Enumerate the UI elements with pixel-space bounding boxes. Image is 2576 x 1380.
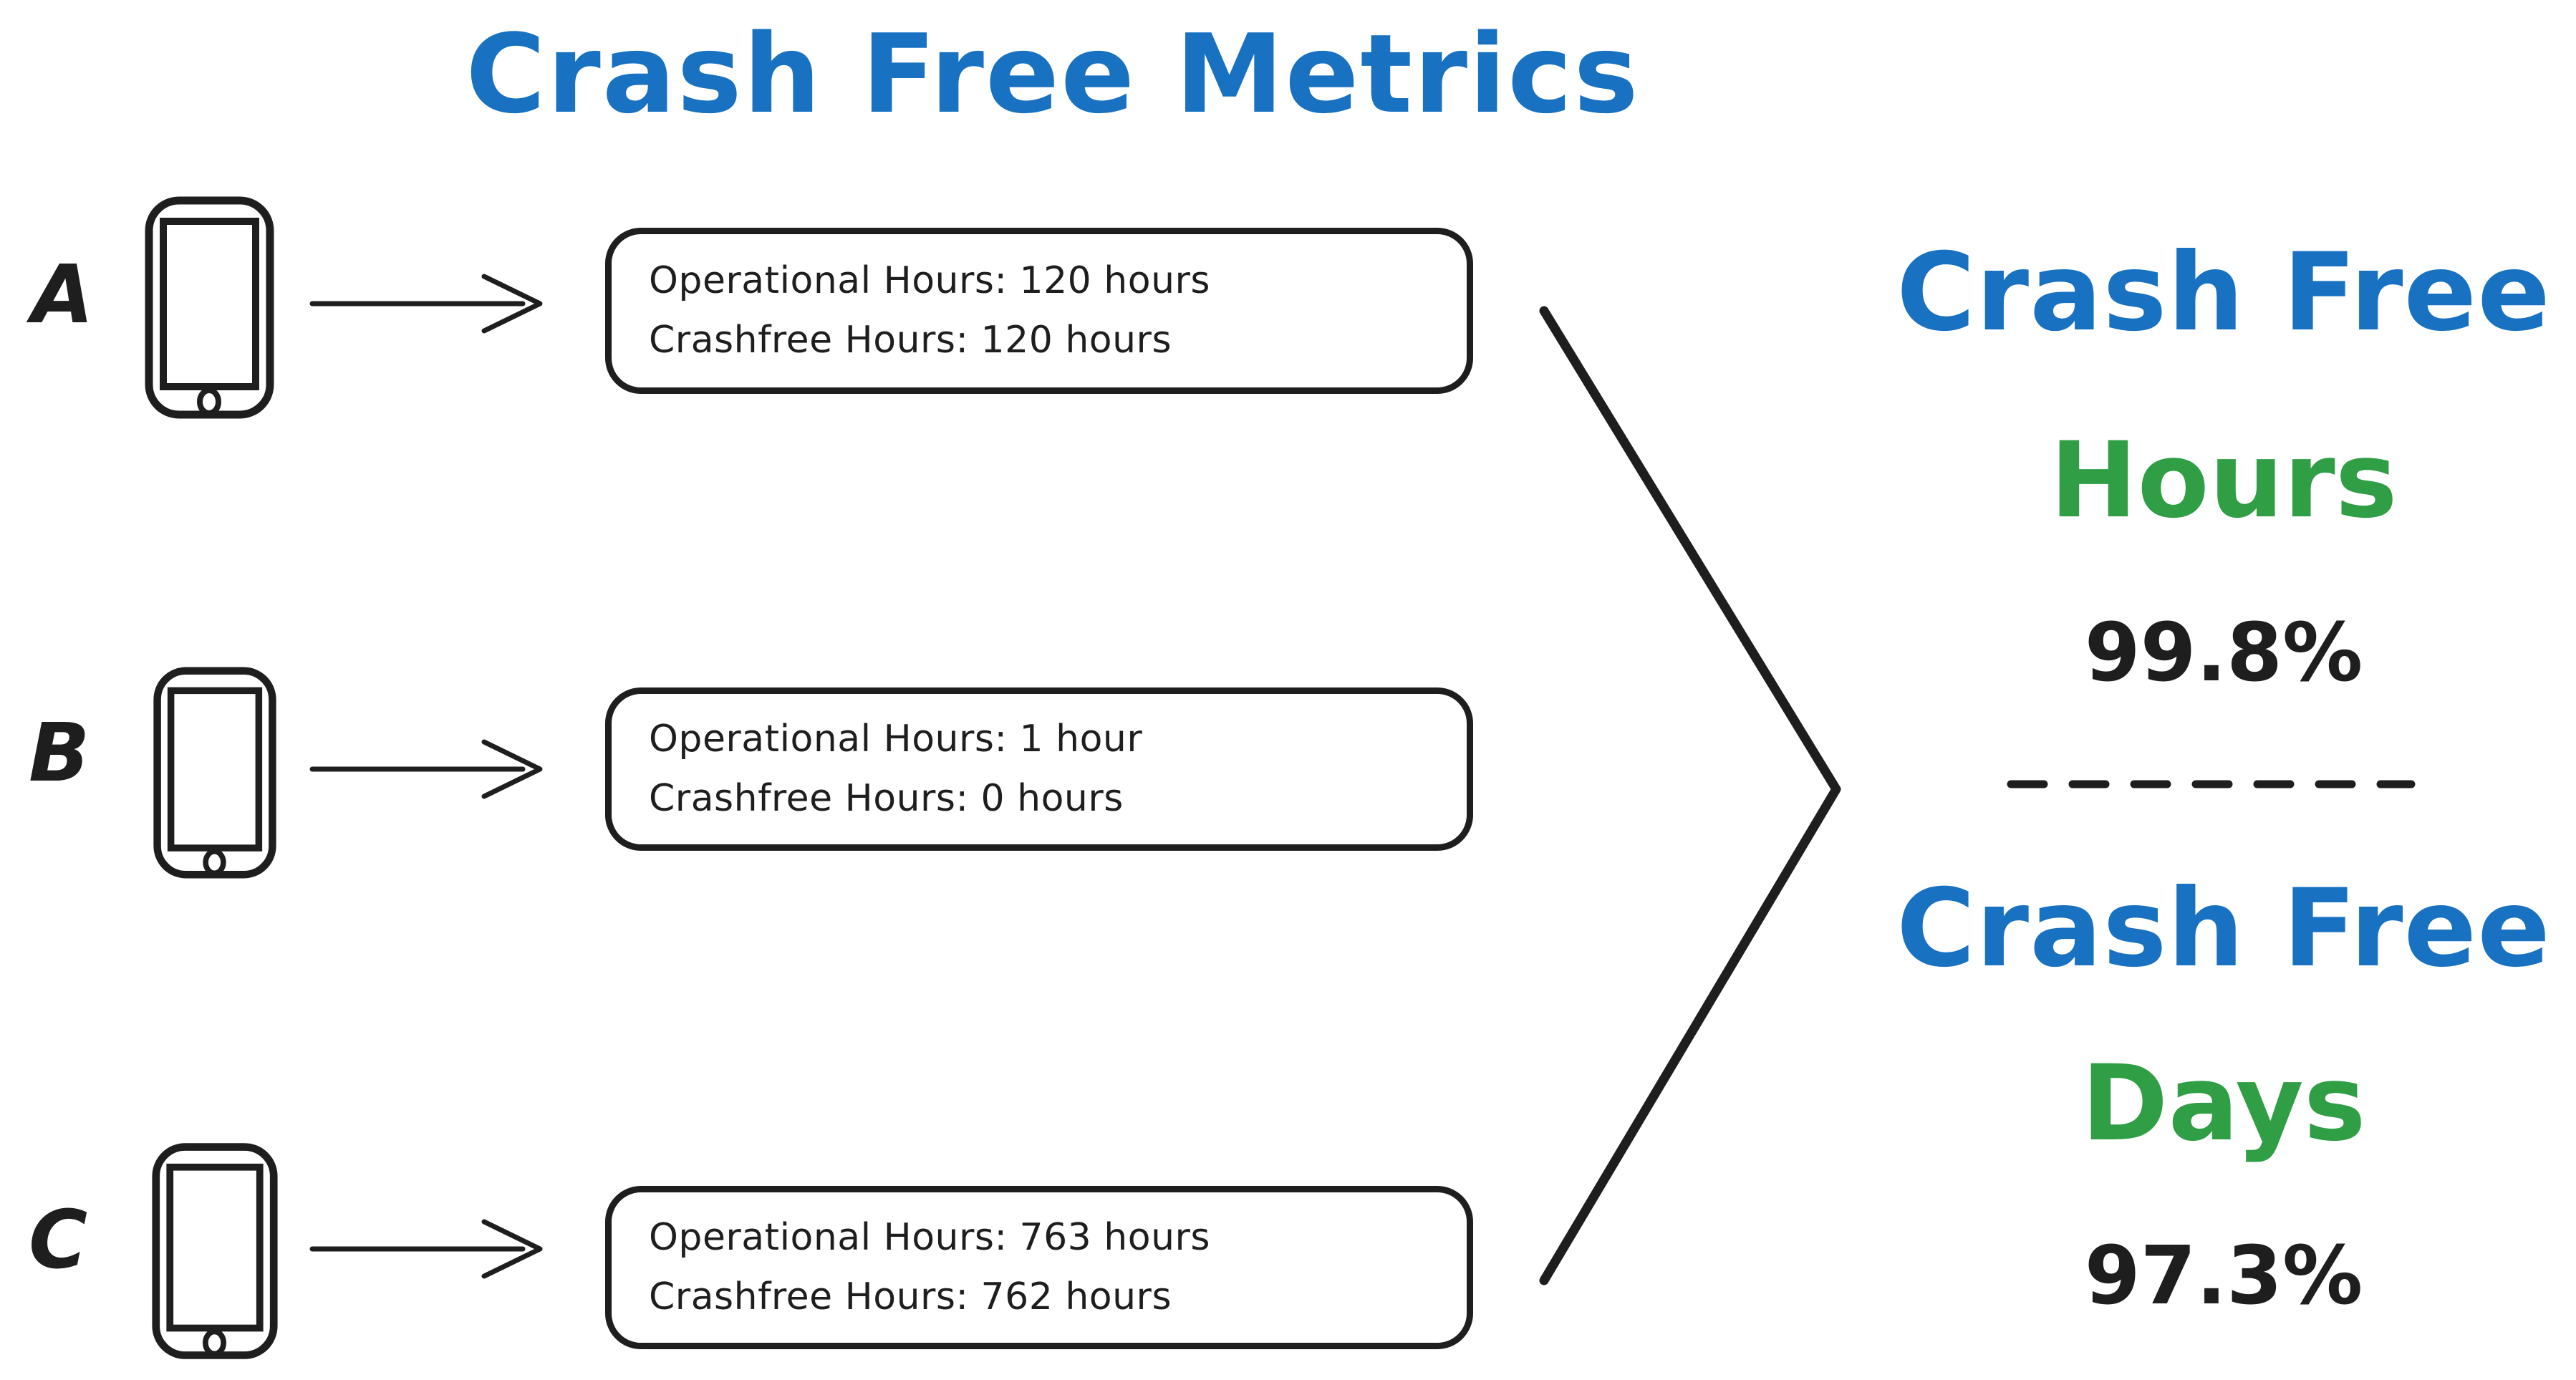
crash-free-hours-title: Crash Free (1896, 231, 2551, 355)
device-c-crashfree-hours-text: Crashfree Hours: 762 hours (649, 1275, 1172, 1318)
diagram-title: Crash Free Metrics (465, 11, 1640, 137)
device-a-crashfree-hours-text: Crashfree Hours: 120 hours (649, 319, 1172, 362)
arrow-right-icon (309, 274, 543, 334)
device-c-metrics-box: Operational Hours: 763 hours Crashfree H… (605, 1186, 1473, 1349)
dashed-divider (2007, 780, 2416, 788)
device-b-crashfree-hours-text: Crashfree Hours: 0 hours (649, 777, 1124, 820)
device-c-label: C (29, 1194, 88, 1287)
device-a-label: A (32, 249, 94, 342)
crash-free-days-title: Crash Free (1896, 867, 2551, 991)
device-a-operational-hours-text: Operational Hours: 120 hours (649, 259, 1210, 302)
device-c-operational-hours-text: Operational Hours: 763 hours (649, 1215, 1210, 1259)
merge-chevron-icon (1539, 306, 1841, 1285)
device-b-operational-hours-text: Operational Hours: 1 hour (649, 717, 1143, 761)
device-a-metrics-box: Operational Hours: 120 hours Crashfree H… (605, 228, 1473, 394)
device-b-metrics-box: Operational Hours: 1 hour Crashfree Hour… (605, 687, 1473, 851)
crash-free-hours-unit: Hours (2050, 420, 2398, 541)
phone-icon (153, 667, 276, 879)
crash-free-hours-value: 99.8% (2084, 607, 2363, 700)
device-b-label: B (29, 707, 90, 800)
phone-icon (152, 1143, 278, 1359)
phone-icon (145, 196, 274, 419)
crash-free-days-unit: Days (2081, 1043, 2366, 1164)
crash-free-days-value: 97.3% (2084, 1230, 2363, 1323)
arrow-right-icon (309, 1219, 543, 1279)
arrow-right-icon (309, 739, 543, 799)
